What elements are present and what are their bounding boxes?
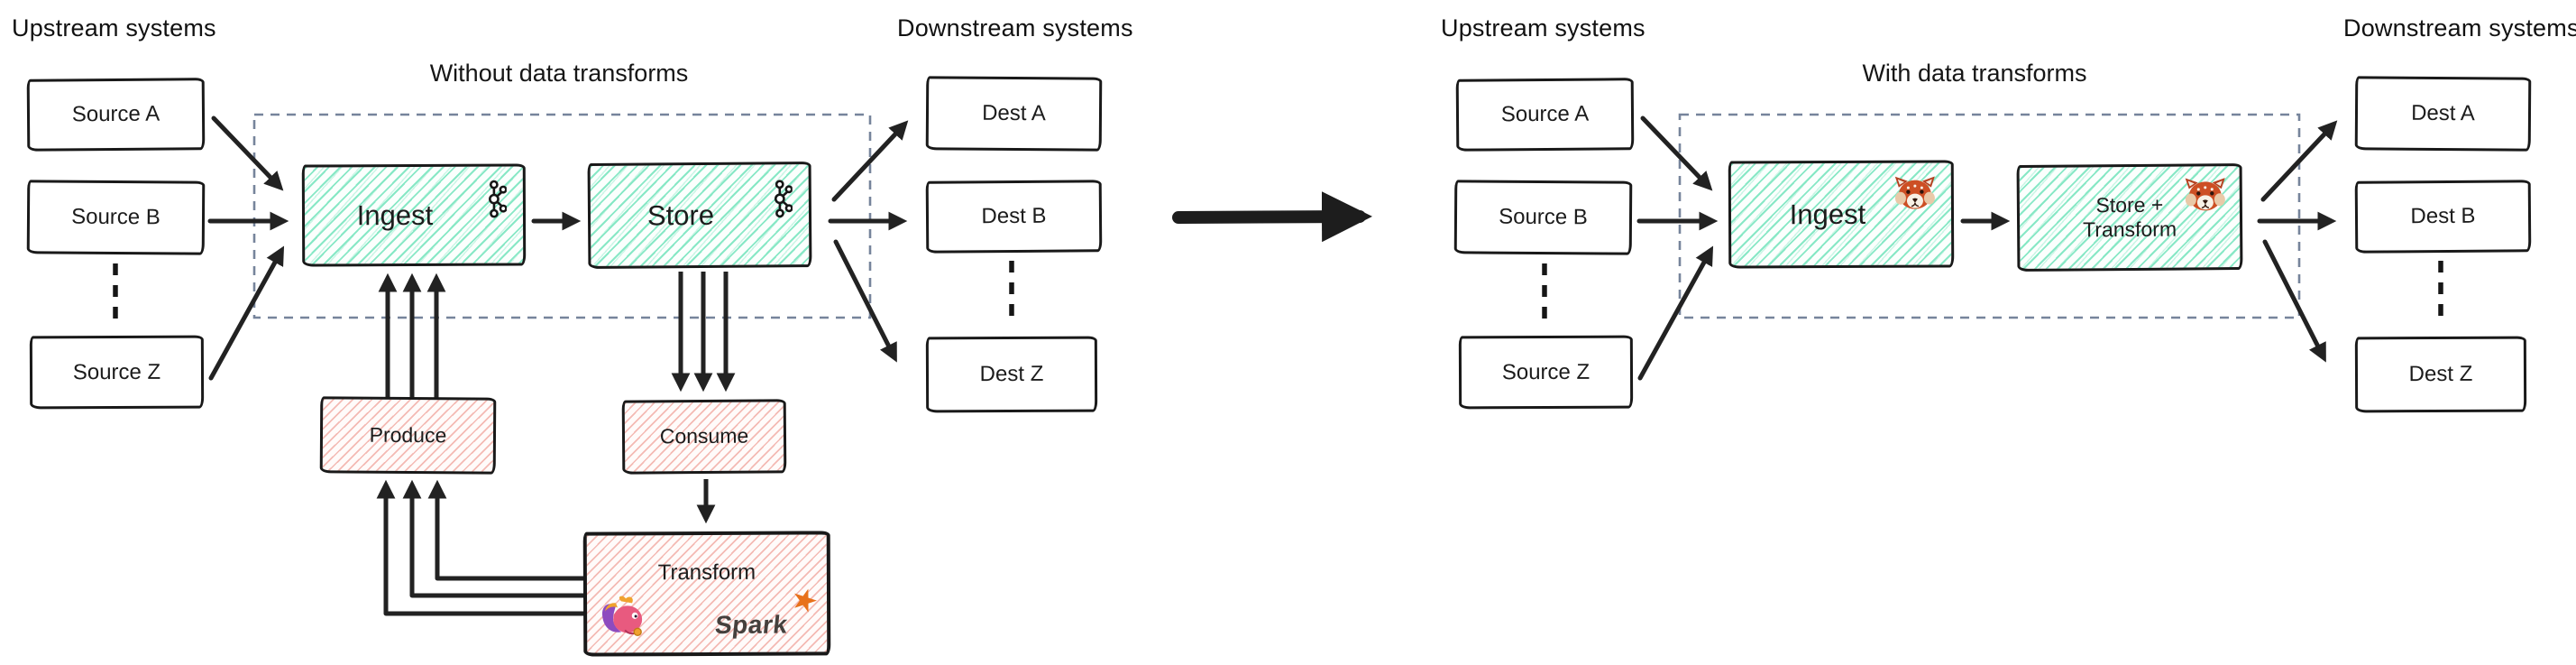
left-produce-node: Produce [319,396,497,475]
node-label: Store [646,199,715,231]
right-diagram-title: With data transforms [1862,60,2087,87]
node-label: Source Z [72,359,161,384]
node-label: Store + Transform [2083,192,2177,242]
left-transform-node: Transform Spark ★ [582,531,831,657]
left-upstream-label: Upstream systems [12,14,216,42]
left-diagram-title: Without data transforms [429,60,689,87]
left-source-a-node: Source A [26,78,206,152]
right-dest-a-node: Dest A [2354,76,2532,152]
left-store-node: Store [587,162,812,269]
spark-wordmark: Spark [713,610,790,639]
node-label: Produce [369,422,447,448]
left-ingest-node: Ingest [301,163,527,267]
right-dest-z-node: Dest Z [2354,336,2527,413]
right-dest-b-node: Dest B [2354,180,2532,254]
kafka-icon [767,179,793,226]
node-label: Source A [1500,101,1590,127]
left-dest-b-node: Dest B [925,180,1103,254]
node-label: Dest B [2410,203,2476,229]
right-source-z-node: Source Z [1458,335,1634,410]
node-label: Source B [71,204,160,230]
store-transform-line1: Store + [2095,192,2164,217]
node-label: Dest Z [2408,361,2473,387]
node-label: Source B [1499,204,1588,230]
redpanda-icon [2184,176,2227,218]
node-label: Ingest [1789,198,1866,230]
right-upstream-label: Upstream systems [1441,14,1646,42]
node-label: Source A [71,101,160,127]
store-transform-line2: Transform [2083,217,2177,242]
left-consume-node: Consume [621,399,787,475]
right-source-a-node: Source A [1455,78,1635,152]
node-label: Dest A [982,100,1046,126]
kafka-icon [481,180,508,226]
node-label: Consume [659,424,749,448]
node-label: Dest A [2411,100,2475,126]
left-dest-a-node: Dest A [925,76,1103,152]
left-downstream-label: Downstream systems [897,14,1133,42]
node-label: Ingest [356,199,434,231]
transform-to-produce-arrows [376,479,590,616]
right-ingest-node: Ingest [1728,160,1955,269]
node-label: Transform [657,559,756,586]
right-store-transform-node: Store + Transform [2016,163,2243,272]
left-source-b-node: Source B [26,180,206,255]
spark-logo: Spark ★ [713,580,822,639]
right-downstream-label: Downstream systems [2343,14,2576,42]
spark-star-icon: ★ [785,579,823,622]
left-dest-z-node: Dest Z [925,336,1098,413]
right-source-b-node: Source B [1453,180,1633,255]
node-label: Dest B [981,203,1047,229]
store-to-consume-arrows [671,272,736,393]
left-source-z-node: Source Z [29,335,205,410]
redpanda-icon [1893,175,1937,218]
flink-squirrel-icon [598,592,648,645]
produce-to-ingest-arrows [378,272,446,398]
node-label: Source Z [1501,359,1591,384]
node-label: Dest Z [979,361,1044,387]
